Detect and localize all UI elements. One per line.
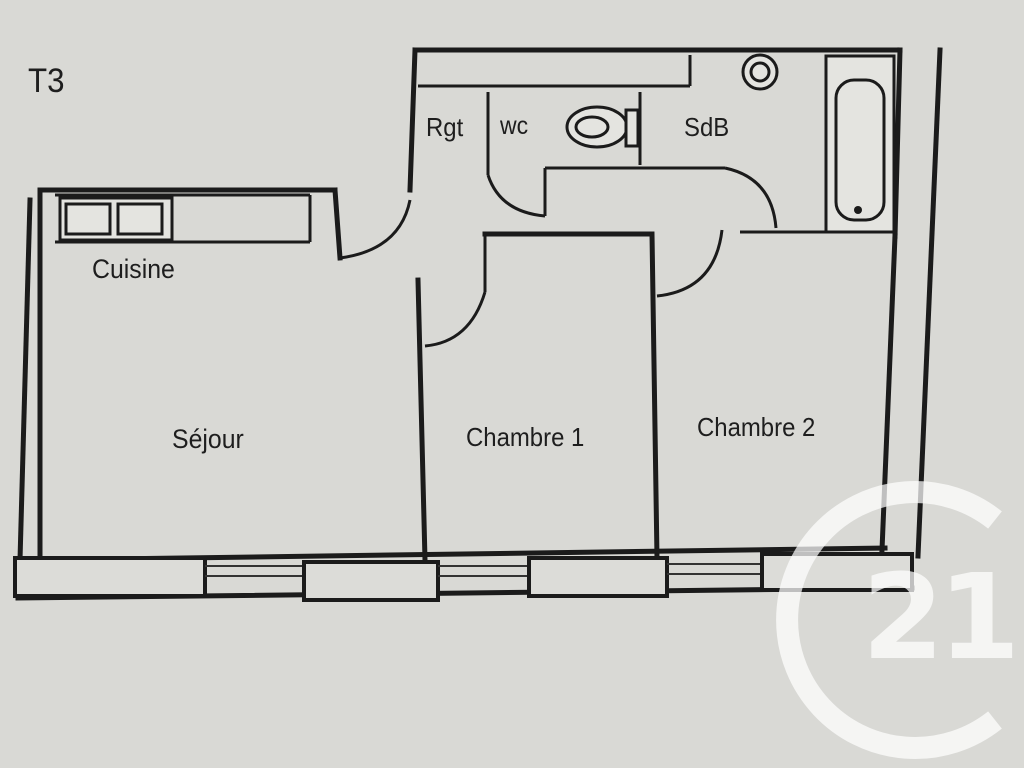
right-outer-wall-top [892,47,903,239]
window-frame-3 [527,556,669,598]
room-label-toilet: wc [500,112,529,140]
bathtub-drain [854,206,862,214]
logo-number: 21 [862,548,1020,686]
bedroom1-bedroom2-wall [649,231,660,561]
wc-door-swing [486,174,546,218]
far-right-wall [915,47,943,559]
apartment-type-label: T3 [28,62,65,100]
sink-basin-right [116,202,164,236]
corridor-top-left [407,47,418,193]
window-frame-2 [302,560,440,602]
bedroom2-door-swing [656,229,724,298]
bathtub-inner [834,78,886,222]
sink-basin-left [64,202,112,236]
sdb-door-swing [724,166,778,229]
room-label-bedroom2: Chambre 2 [697,412,816,442]
room-label-bathroom: SdB [684,112,730,142]
bedroom1-door-swing [424,291,487,348]
room-label-bedroom1: Chambre 1 [466,422,585,452]
toilet-bowl [574,115,610,139]
washbasin-icon [741,53,779,91]
entry-door-swing [339,199,412,260]
room-label-storage: Rgt [426,112,464,142]
room-label-living: Séjour [172,424,244,454]
sejour-bedroom1-wall [415,277,428,563]
entry-wall-left [332,187,343,261]
toilet-tank [624,108,640,148]
left-balcony-wall [17,197,33,563]
washbasin-inner [749,61,771,83]
room-label-kitchen: Cuisine [92,254,175,284]
